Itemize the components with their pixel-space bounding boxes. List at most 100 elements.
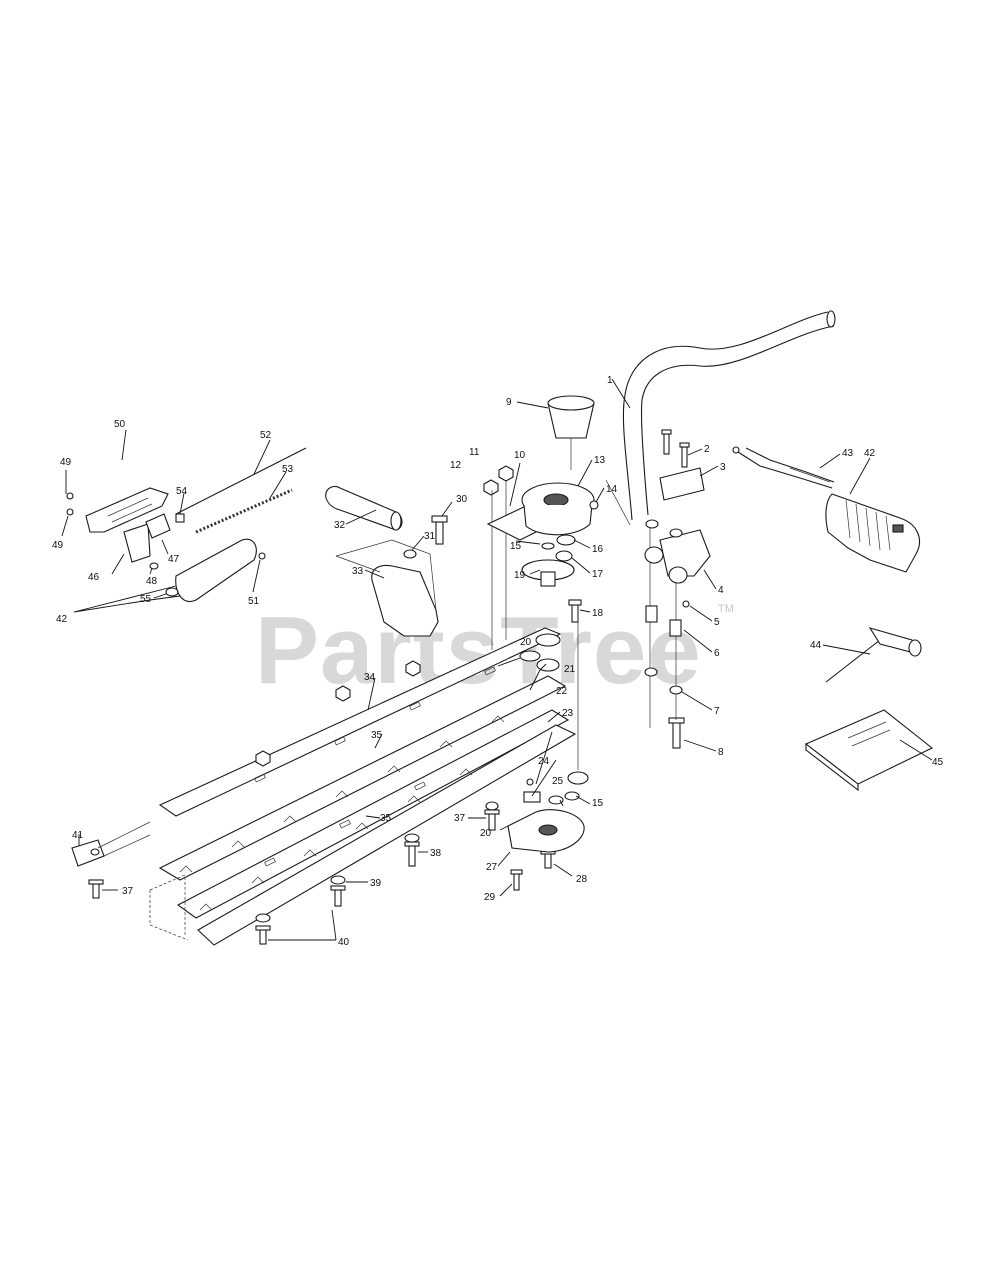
bolt-37a [484, 809, 500, 831]
washer-7b [669, 685, 683, 695]
plate-25 [523, 791, 541, 803]
blade-23 [197, 724, 577, 946]
manual-45 [804, 709, 934, 792]
bolt-39 [330, 885, 346, 907]
callout-21: 21 [564, 664, 576, 675]
callout-10: 10 [514, 450, 526, 461]
callout-20b: 20 [480, 828, 492, 839]
washer-15-b [548, 795, 564, 805]
bracket-4 [659, 529, 711, 577]
callout-42b: 42 [56, 614, 68, 625]
callout-42a: 42 [864, 448, 876, 459]
callout-6: 6 [714, 648, 720, 659]
callout-4: 4 [718, 585, 724, 596]
callout-8: 8 [718, 747, 724, 758]
callout-20a: 20 [520, 637, 532, 648]
blade-teeth [179, 715, 505, 911]
callout-24: 24 [538, 756, 550, 767]
callout-43: 43 [842, 448, 854, 459]
callout-33: 33 [352, 566, 364, 577]
nut-5 [682, 600, 690, 608]
bolt-37b [88, 879, 104, 899]
callout-1: 1 [607, 375, 613, 386]
callout-9: 9 [506, 397, 512, 408]
washer-38 [404, 833, 420, 843]
washer-20 [519, 650, 541, 662]
watermark-text: PartsTree [255, 597, 702, 704]
callout-7: 7 [714, 706, 720, 717]
washer-15 [541, 542, 555, 550]
callout-47: 47 [168, 554, 180, 565]
blade-assembly [149, 627, 577, 946]
bolt-28 [540, 849, 556, 869]
washer-top [645, 519, 659, 529]
washer-39 [330, 875, 346, 885]
callout-48: 48 [146, 576, 158, 587]
callout-37a: 37 [454, 813, 466, 824]
nut-11 [498, 465, 514, 482]
callout-41: 41 [72, 830, 84, 841]
nut-14 [589, 500, 599, 510]
nut-a [335, 685, 351, 702]
alignment-lines [149, 874, 189, 941]
loop-handle-1 [605, 310, 836, 695]
bolt-30 [431, 515, 448, 545]
blade-35-lower [176, 709, 570, 919]
callout-23: 23 [562, 708, 574, 719]
callout-29: 29 [484, 892, 496, 903]
washer-top-b [669, 528, 683, 538]
bolt-38 [404, 841, 420, 867]
gearbox-assembly [486, 395, 599, 853]
spacer-6a [645, 605, 658, 623]
callout-2: 2 [704, 444, 710, 455]
callout-3: 3 [720, 462, 726, 473]
callout-54: 54 [176, 486, 188, 497]
callout-34: 34 [364, 672, 376, 683]
callout-49a: 49 [60, 457, 72, 468]
gear-case-13-body [523, 504, 593, 536]
front-handle-32 [325, 485, 403, 531]
nut-b [255, 750, 271, 767]
bolt-2b [661, 429, 672, 455]
callout-13: 13 [594, 455, 606, 466]
callout-31: 31 [424, 531, 436, 542]
callout-28: 28 [576, 874, 588, 885]
callout-38: 38 [430, 848, 442, 859]
callout-52: 52 [260, 430, 272, 441]
callout-17: 17 [592, 569, 604, 580]
watermark-trademark: TM [718, 603, 734, 615]
callout-15a: 15 [510, 541, 522, 552]
callout-25: 25 [552, 776, 564, 787]
callout-50: 50 [114, 419, 126, 430]
callout-14: 14 [606, 484, 618, 495]
spacer-6b [669, 619, 682, 637]
callout-45: 45 [932, 757, 944, 768]
bushing-17 [555, 550, 573, 562]
callout-51: 51 [248, 596, 260, 607]
gear-19-hub [540, 571, 556, 587]
callout-5: 5 [714, 617, 720, 628]
callout-40: 40 [338, 937, 350, 948]
end-cap-41 [71, 821, 151, 867]
callout-49b: 49 [52, 540, 64, 551]
callout-37b: 37 [122, 886, 134, 897]
bearing-16 [556, 534, 576, 546]
bolt-29 [510, 869, 523, 891]
callout-32: 32 [334, 520, 346, 531]
callout-22: 22 [556, 686, 568, 697]
callout-19: 19 [514, 570, 526, 581]
washer-15-c [564, 791, 580, 801]
blade-slots [254, 666, 496, 867]
nut-12 [483, 479, 499, 496]
callout-12: 12 [450, 460, 462, 471]
leader-lines [61, 378, 933, 941]
blade-35-upper [158, 675, 567, 881]
clamp-3 [659, 467, 705, 501]
callout-35a: 35 [371, 730, 383, 741]
callout-39: 39 [370, 878, 382, 889]
washer-31 [403, 549, 417, 559]
rear-handle-42 [732, 446, 920, 573]
callout-30: 30 [456, 494, 468, 505]
bolt-8 [668, 717, 685, 749]
link-23-end [567, 771, 589, 785]
